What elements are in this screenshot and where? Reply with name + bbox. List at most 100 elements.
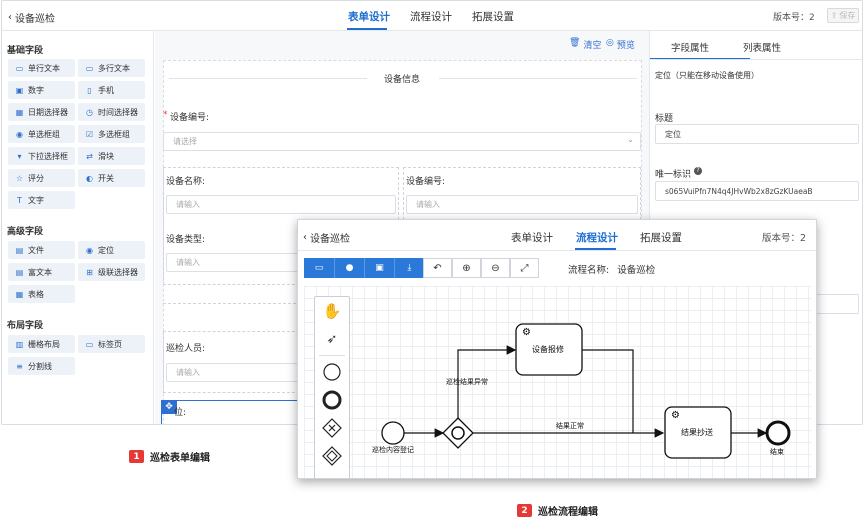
field-location[interactable]: ◉定位	[78, 241, 145, 259]
partial-input[interactable]	[815, 294, 859, 314]
image-icon: ▣	[375, 263, 384, 273]
field-grid-layout[interactable]: ▥栅格布局	[8, 335, 75, 353]
start-event	[381, 421, 405, 445]
flow-repair-to-cc	[582, 349, 634, 433]
calendar-icon: ▦	[15, 107, 24, 117]
required-mark: *	[163, 110, 168, 120]
grid-icon: ▥	[15, 339, 24, 349]
field-date-picker[interactable]: ▦日期选择器	[8, 103, 75, 121]
folder-icon: ▭	[314, 263, 324, 273]
field-palette: 基础字段 ▭单行文本 ▭多行文本 ▣数字 ▯手机 ▦日期选择器 ◷时间选择器 ◉…	[2, 31, 154, 424]
open-folder-button[interactable]: ▭	[304, 258, 334, 278]
active-tab-indicator	[347, 28, 387, 30]
save-button[interactable]: ⇪保存	[827, 8, 859, 23]
hand-tool[interactable]: ✋	[315, 297, 349, 325]
export-image-button[interactable]: ▣	[364, 258, 394, 278]
field-cascader[interactable]: ⊞级联选择器	[78, 263, 145, 281]
selected-field-label: 位:	[174, 408, 187, 418]
field-slider[interactable]: ⇄滑块	[78, 147, 145, 165]
device-name-input[interactable]: 请输入	[166, 195, 396, 214]
caption-number: 2	[517, 504, 532, 517]
divider-line-left	[169, 78, 367, 79]
device-no-label: 设备编号:	[170, 113, 210, 123]
fit-view-button[interactable]: ⤢	[510, 258, 539, 278]
field-table[interactable]: ▦表格	[8, 285, 75, 303]
basic-fields-title: 基础字段	[7, 46, 44, 56]
field-switch[interactable]: ◐开关	[78, 169, 145, 187]
radio-icon: ◉	[16, 129, 23, 139]
unique-id-input[interactable]: s065VuiPfn7N4q4JHvWb2x8zGzKUaeaB	[655, 181, 859, 201]
clear-button[interactable]: 🗑清空	[569, 38, 602, 51]
drag-handle-icon[interactable]: ✥	[161, 400, 177, 414]
download-button[interactable]: ⤓	[394, 258, 424, 278]
number-icon: ▣	[15, 85, 24, 95]
save-icon: ●	[345, 263, 354, 273]
gear-icon: ⚙	[671, 410, 680, 421]
device-no-label-2: 设备编号:	[406, 177, 446, 187]
field-time-picker[interactable]: ◷时间选择器	[78, 103, 145, 121]
checkbox-icon: ☑	[85, 129, 94, 139]
flow-tab-extend-settings[interactable]: 拓展设置	[640, 232, 682, 244]
bpmn-diagram: ⚙ ⚙	[381, 323, 791, 459]
start-event-tool[interactable]	[315, 358, 349, 386]
version-label: 版本号：2	[773, 13, 815, 23]
flow-tab-form-design[interactable]: 表单设计	[511, 232, 553, 244]
tab-flow-design[interactable]: 流程设计	[410, 11, 452, 23]
undo-button[interactable]: ↶	[423, 258, 452, 278]
file-icon: ▤	[15, 245, 24, 255]
preview-button[interactable]: ◎预览	[606, 38, 635, 51]
field-rate[interactable]: ☆评分	[8, 169, 75, 187]
field-phone[interactable]: ▯手机	[78, 81, 145, 99]
field-multi-line[interactable]: ▭多行文本	[78, 59, 145, 77]
tab-extend-settings[interactable]: 拓展设置	[472, 11, 514, 23]
exclusive-gateway-tool[interactable]	[315, 414, 349, 442]
expand-icon: ⤢	[520, 262, 529, 274]
table-icon: ▦	[15, 289, 24, 299]
end-event-tool[interactable]	[315, 386, 349, 414]
back-button[interactable]: ‹ 设备巡检	[8, 12, 55, 25]
tab-field-props[interactable]: 字段属性	[671, 43, 710, 54]
device-no-select[interactable]: 请选择⌄	[163, 132, 641, 151]
field-rich-text[interactable]: ▤富文本	[8, 263, 75, 281]
task-cc	[664, 406, 732, 459]
field-radio-group[interactable]: ◉单选框组	[8, 125, 75, 143]
divider-icon: ≡	[16, 361, 23, 371]
flow-tab-flow-design[interactable]: 流程设计	[576, 232, 618, 244]
hand-icon: ✋	[322, 302, 342, 320]
field-number[interactable]: ▣数字	[8, 81, 75, 99]
title-input[interactable]: 定位	[655, 124, 859, 144]
task-cc-label: 结果抄送	[681, 428, 713, 437]
zoom-in-button[interactable]: ⊕	[452, 258, 481, 278]
zoom-in-icon: ⊕	[462, 262, 471, 274]
device-no-input[interactable]: 请输入	[406, 195, 638, 214]
zoom-out-button[interactable]: ⊖	[481, 258, 510, 278]
advanced-fields-title: 高级字段	[7, 227, 44, 237]
flow-normal-label: 结果正常	[556, 422, 584, 430]
sequence-flows	[404, 345, 768, 438]
caption-flow: 2 巡检流程编辑	[517, 503, 598, 518]
field-file[interactable]: ▤文件	[8, 241, 75, 259]
start-event-icon	[323, 363, 341, 381]
help-icon[interactable]: ?	[694, 167, 703, 175]
save-flow-button[interactable]: ●	[334, 258, 364, 278]
field-divider[interactable]: ≡分割线	[8, 357, 75, 375]
divider-line-right	[439, 78, 637, 79]
flow-designer-window: ‹ 设备巡检 表单设计 流程设计 拓展设置 版本号：2 ▭ ● ▣ ⤓ ↶ ⊕ …	[297, 219, 817, 479]
field-select[interactable]: ▾下拉选择框	[8, 147, 75, 165]
star-icon: ☆	[15, 173, 24, 183]
field-single-line[interactable]: ▭单行文本	[8, 59, 75, 77]
field-checkbox-group[interactable]: ☑多选框组	[78, 125, 145, 143]
field-tabs[interactable]: ▭标签页	[78, 335, 145, 353]
connect-tool[interactable]: ➶	[315, 325, 349, 353]
task-repair	[515, 323, 583, 376]
tab-form-design[interactable]: 表单设计	[348, 11, 390, 23]
gateway	[442, 417, 474, 449]
gateway-tool[interactable]	[315, 442, 349, 470]
flow-back-button[interactable]: ‹ 设备巡检	[303, 232, 350, 245]
tab-list-props[interactable]: 列表属性	[743, 43, 782, 54]
start-event-label: 巡检内容登记	[372, 446, 414, 454]
caption-number: 1	[129, 450, 144, 463]
dropdown-icon: ▾	[17, 151, 22, 161]
connect-arrow-icon: ➶	[326, 331, 338, 347]
